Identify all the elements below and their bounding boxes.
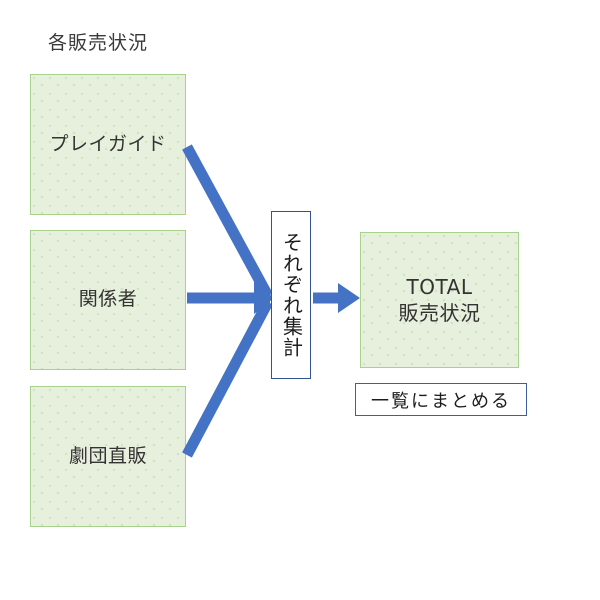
caption-box-label: 一覧にまとめる <box>371 390 511 412</box>
source-box-kankeisha[interactable]: 関係者 <box>30 230 186 370</box>
arrow-gekidan-to-aggregate <box>182 299 273 458</box>
source-box-gekidan[interactable]: 劇団直販 <box>30 386 186 527</box>
source-box-gekidan-label: 劇団直販 <box>68 444 147 467</box>
aggregate-box-label: それぞれ集計 <box>279 232 304 358</box>
source-box-playguide-label: プレイガイド <box>49 132 167 155</box>
arrow-aggregate-to-total <box>313 283 360 313</box>
page-title: 各販売状況 <box>48 32 149 54</box>
arrow-playguide-to-aggregate <box>182 144 273 299</box>
aggregate-box[interactable]: それぞれ集計 <box>271 211 311 379</box>
source-box-kankeisha-label: 関係者 <box>78 288 138 311</box>
source-box-playguide[interactable]: プレイガイド <box>30 74 186 215</box>
total-box[interactable]: TOTAL 販売状況 <box>360 232 519 368</box>
total-box-label: TOTAL 販売状況 <box>398 275 481 325</box>
caption-box[interactable]: 一覧にまとめる <box>355 383 527 416</box>
arrowhead-aggregate <box>254 282 274 314</box>
